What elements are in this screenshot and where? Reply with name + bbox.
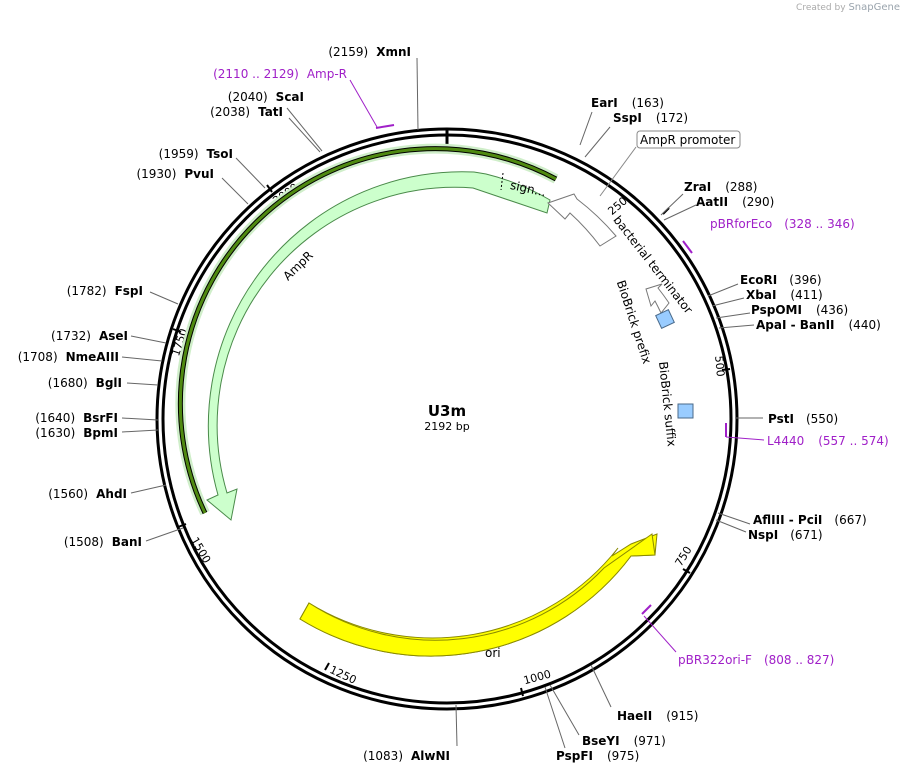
site-label-pspomi[interactable]: PspOMI(436) <box>751 303 848 317</box>
site-leaders <box>121 57 763 749</box>
primer-label-l4440[interactable]: L4440(557 .. 574) <box>767 434 889 448</box>
site-label-bani[interactable]: (1508)BanI <box>64 535 142 549</box>
site-label-nspi[interactable]: NspI(671) <box>748 528 823 542</box>
biobrick-suffix-box[interactable] <box>677 403 694 419</box>
ori-feature[interactable]: ori <box>299 533 658 660</box>
plasmid-name: U3m <box>428 402 466 420</box>
backbone <box>155 127 739 711</box>
snapgene-credit: Created by SnapGene <box>796 2 900 13</box>
site-label-eari[interactable]: EarI(163) <box>591 96 664 110</box>
tick-mark-1250 <box>324 662 330 671</box>
tick-mark-1750 <box>172 328 182 333</box>
site-label-ecori[interactable]: EcoRI(396) <box>740 273 822 287</box>
sites-left: (2159)XmnI (2040)ScaI (2038)TatI (1959)T… <box>18 45 450 763</box>
credit-prefix: Created by <box>796 3 846 13</box>
primer-label-pbrforeco[interactable]: pBRforEco(328 .. 346) <box>710 217 855 231</box>
site-label-bgli[interactable]: (1680)BglI <box>48 376 122 390</box>
site-label-afliii-pcii[interactable]: AflIII - PciI(667) <box>753 513 867 527</box>
primer-label-pbr322ori-f[interactable]: pBR322ori-F(808 .. 827) <box>678 653 834 667</box>
site-label-tsoi[interactable]: (1959)TsoI <box>159 147 233 161</box>
site-label-apai-banii[interactable]: ApaI - BanII(440) <box>756 318 881 332</box>
site-label-xmni[interactable]: (2159)XmnI <box>328 45 411 59</box>
tick-mark-1000 <box>520 687 524 697</box>
site-label-haeii[interactable]: HaeII(915) <box>617 709 699 723</box>
site-label-pspfi[interactable]: PspFI(975) <box>556 749 639 763</box>
primer-marks <box>349 79 765 653</box>
plasmid-length: 2192 bp <box>424 420 469 433</box>
site-label-psti[interactable]: PstI(550) <box>768 412 838 426</box>
ampr-promoter-feature[interactable]: AmpR promoter <box>547 130 741 247</box>
tick-mark-2000 <box>266 184 273 193</box>
ampr-feature[interactable]: AmpR sign... <box>175 143 559 521</box>
tick-mark-500 <box>721 368 731 371</box>
site-label-bsrfi[interactable]: (1640)BsrFI <box>35 411 118 425</box>
site-label-pvui[interactable]: (1930)PvuI <box>136 167 214 181</box>
site-label-bpmi[interactable]: (1630)BpmI <box>35 426 118 440</box>
ori-label: ori <box>485 646 501 660</box>
site-label-fspi[interactable]: (1782)FspI <box>67 284 143 298</box>
site-label-alwni[interactable]: (1083)AlwNI <box>363 749 450 763</box>
tick-mark-750 <box>682 568 691 574</box>
site-label-zrai[interactable]: ZraI(288) <box>684 180 757 194</box>
snapgene-brand: SnapGene <box>848 2 900 13</box>
tick-label-1500: 1500 <box>188 535 213 566</box>
biobrick-prefix-box[interactable] <box>655 309 675 329</box>
tick-label-500: 500 <box>712 355 727 377</box>
site-label-tati[interactable]: (2038)TatI <box>210 105 283 119</box>
site-label-asei[interactable]: (1732)AseI <box>51 329 128 343</box>
site-label-xbai[interactable]: XbaI(411) <box>746 288 823 302</box>
biobrick-suffix-label: BioBrick suffix <box>656 361 679 447</box>
site-label-sspi[interactable]: SspI(172) <box>613 111 688 125</box>
site-label-ahdi[interactable]: (1560)AhdI <box>48 487 127 501</box>
site-label-aatii[interactable]: AatII(290) <box>696 195 774 209</box>
primer-labels: (2110 .. 2129)Amp-R pBRforEco(328 .. 346… <box>213 67 889 667</box>
tick-mark-1500 <box>177 523 187 528</box>
primer-label-amp-r[interactable]: (2110 .. 2129)Amp-R <box>213 67 347 81</box>
sites-right: EarI(163) SspI(172) ZraI(288) AatII(290)… <box>556 96 881 763</box>
site-label-nmeaiii[interactable]: (1708)NmeAIII <box>18 350 119 364</box>
site-label-scai[interactable]: (2040)ScaI <box>228 90 304 104</box>
ampr-promoter-box <box>636 130 741 149</box>
ampr-promoter-label: AmpR promoter <box>640 133 735 147</box>
site-label-bseyi[interactable]: BseYI(971) <box>582 734 666 748</box>
